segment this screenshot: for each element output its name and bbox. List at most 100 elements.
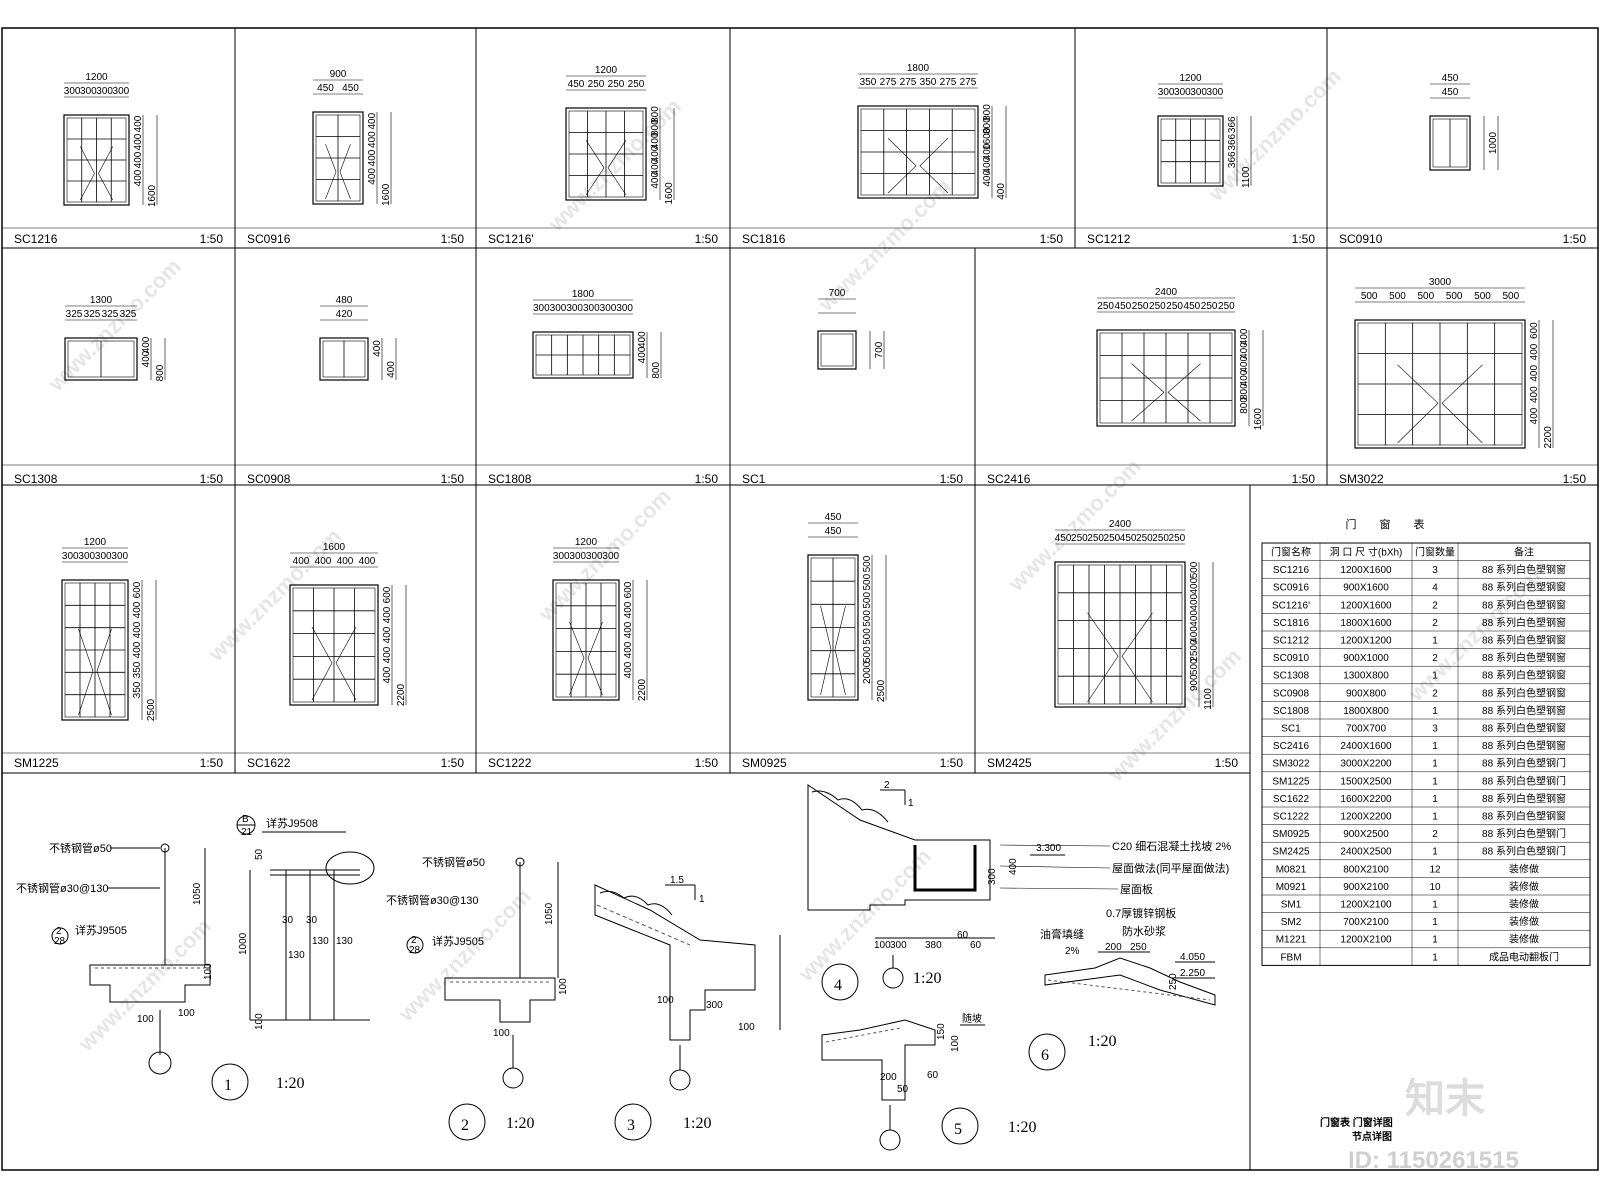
window-name: SC1: [742, 472, 766, 486]
schedule-cell: 900X1000: [1343, 653, 1389, 664]
dim-height: 400: [650, 158, 661, 175]
window-name: SM1225: [14, 756, 59, 770]
window-frame: [289, 584, 379, 706]
window-scale: 1:50: [441, 232, 465, 246]
dim-height: 400: [1529, 365, 1540, 382]
dim-height: 800: [650, 119, 661, 136]
schedule-cell: SC1212: [1273, 636, 1310, 647]
opening-mark: [607, 140, 627, 196]
dim-height: 1600: [982, 127, 993, 150]
schedule-cell: 900X2500: [1343, 829, 1389, 840]
window-name: SC1216: [14, 232, 58, 246]
d6-dim-250: 250: [1130, 942, 1147, 953]
window-name: SC1622: [247, 756, 291, 770]
d4-slope-rise: 1: [908, 798, 914, 809]
dim-segment: 300: [1190, 87, 1207, 98]
schedule-cell: 1: [1432, 900, 1438, 911]
d4-dim-300b: 300: [890, 940, 907, 951]
window-frame: [63, 114, 130, 206]
dim-height: 2500: [146, 698, 157, 721]
schedule-cell: 1: [1432, 935, 1438, 946]
d6-dim-200: 200: [1105, 942, 1122, 953]
d2-dim-100b: 100: [493, 1028, 510, 1039]
dim-height: 800: [982, 104, 993, 121]
dim-height: 400: [132, 621, 143, 638]
dim-height: 400: [1189, 610, 1200, 627]
window-frame: [61, 579, 129, 721]
schedule-cell: 2400X1600: [1340, 741, 1392, 752]
dim-segment: 300: [96, 86, 113, 97]
d1-ref-b: B: [242, 814, 249, 825]
window-frame: [807, 554, 859, 701]
window-name: SC1308: [14, 472, 58, 486]
dim-height: 500: [862, 646, 873, 663]
dim-height: 800: [1239, 397, 1250, 414]
dim-height: 1600: [1253, 408, 1264, 431]
d4-callout: [821, 963, 859, 1001]
dim-height: 800: [982, 117, 993, 134]
dim-height: 400: [982, 143, 993, 160]
dim-segment: 450: [568, 79, 585, 90]
schedule-cell: SM1225: [1272, 776, 1310, 787]
dim-height: 350: [132, 661, 143, 678]
opening-mark: [1397, 364, 1439, 444]
window-name: SM2425: [987, 756, 1032, 770]
d4-note-3: 0.7厚镀锌钢板: [1106, 906, 1176, 920]
dim-segment: 500: [1361, 291, 1378, 302]
schedule-cell: SM1: [1281, 900, 1302, 911]
window-inner-frame: [820, 333, 854, 367]
d1-pipe50: 不锈钢管ø50: [49, 841, 112, 855]
schedule-cell: 1: [1432, 776, 1438, 787]
window-frame: [532, 331, 634, 379]
schedule-header-0: 门窗名称: [1271, 546, 1311, 559]
dim-segment: 300: [586, 551, 603, 562]
dim-height: 800: [650, 106, 661, 123]
dim-height: 400: [386, 361, 397, 378]
opening-mark: [1121, 612, 1153, 703]
d4-dim-60a: 60: [957, 930, 969, 941]
d1-rail-30b: 30: [306, 915, 318, 926]
dim-segment: 400: [293, 556, 310, 567]
d4-note-4: 防水砂浆: [1122, 924, 1166, 938]
d4-note-1: 屋面做法(同平屋面做法): [1112, 861, 1229, 875]
schedule-cell: SC1: [1281, 724, 1301, 735]
window-scale: 1:50: [1040, 232, 1064, 246]
dim-segment: 250: [1132, 301, 1149, 312]
dim-height: 400: [623, 641, 634, 658]
dim-segment: 300: [62, 551, 79, 562]
dim-height: 366: [1227, 133, 1238, 150]
dim-overall-width: 1800: [907, 63, 930, 74]
dim-segment: 450: [1115, 301, 1132, 312]
dim-height: 400: [1189, 577, 1200, 594]
window-scale: 1:50: [695, 472, 719, 486]
dim-height: 2200: [1543, 426, 1554, 449]
dim-overall-width: 1200: [85, 72, 108, 83]
window-scale: 1:50: [441, 472, 465, 486]
dim-segment: 400: [337, 556, 354, 567]
schedule-cell: 装修做: [1509, 915, 1539, 928]
d5-callout: [941, 1107, 979, 1145]
window-name: SC0908: [247, 472, 291, 486]
schedule-cell: SC1216': [1272, 600, 1310, 611]
schedule-cell: SC1622: [1273, 794, 1310, 805]
d1-dim-100c: 100: [178, 1008, 195, 1019]
schedule-cell: 2400X2500: [1340, 847, 1392, 858]
schedule-cell: 88 系列白色塑钢门: [1482, 757, 1566, 770]
dim-height: 400: [623, 621, 634, 638]
window-scale: 1:50: [695, 756, 719, 770]
schedule-cell: 88 系列白色塑钢窗: [1482, 616, 1566, 629]
dim-overall-width: 1200: [575, 537, 598, 548]
opening-mark: [311, 626, 333, 701]
dim-height: 400: [382, 666, 393, 683]
d1-pipe30: 不锈钢管ø30@130: [16, 881, 108, 895]
dim-segment: 450: [1055, 533, 1072, 544]
d4-note-5: 油膏填缝: [1040, 927, 1084, 941]
d1-rail-50: 50: [254, 848, 265, 860]
window-frame: [64, 337, 138, 381]
dim-segment: 250: [1201, 301, 1218, 312]
schedule-cell: 1200X2100: [1340, 900, 1392, 911]
